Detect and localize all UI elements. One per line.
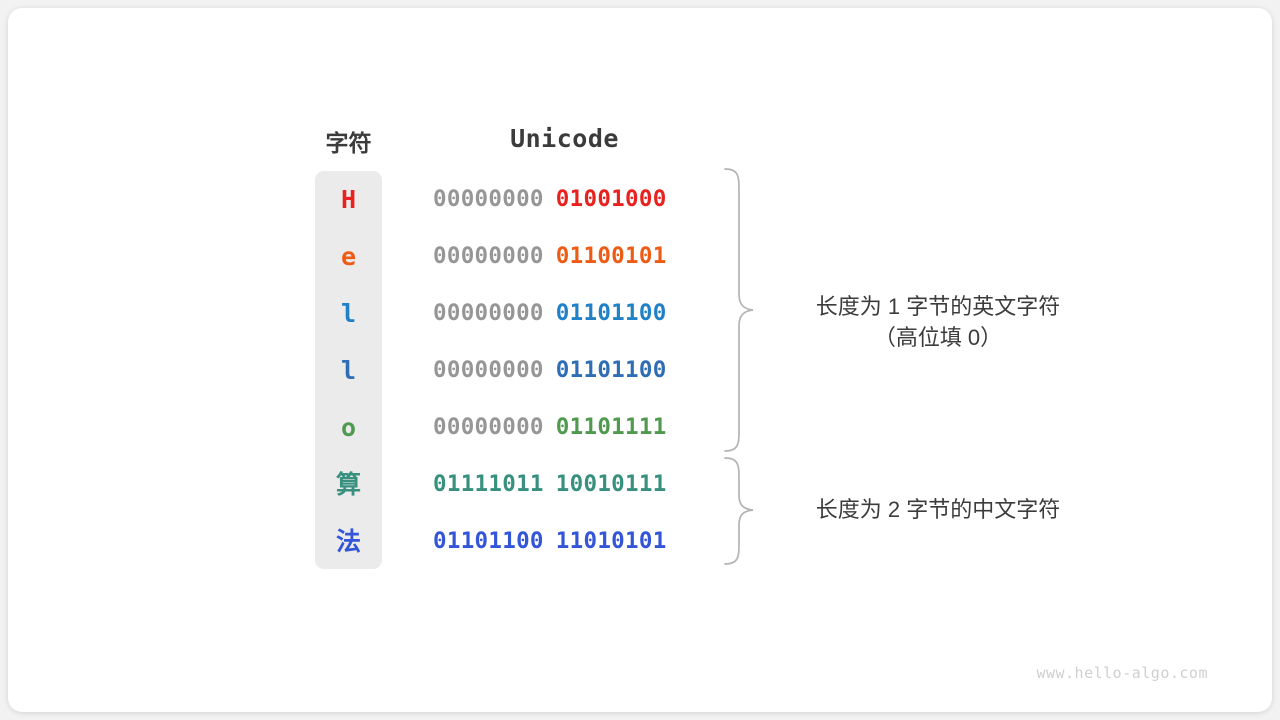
- character-cell: l: [340, 356, 357, 385]
- watermark: www.hello-algo.com: [1036, 664, 1208, 682]
- binary-high-byte: 00000000: [433, 300, 544, 326]
- character-cell: e: [340, 242, 357, 271]
- annotation-chinese-line1: 长度为 2 字节的中文字符: [815, 497, 1061, 522]
- binary-high-byte: 01101100: [433, 528, 544, 554]
- brace-english-chars: [724, 168, 754, 452]
- binary-row: 00000000 01101100: [433, 342, 698, 399]
- annotation-english-line2: （高位填 0）: [873, 325, 1003, 350]
- binary-row: 01111011 10010111: [433, 456, 698, 513]
- binary-low-byte: 11010101: [555, 528, 667, 554]
- binary-high-byte: 00000000: [433, 414, 544, 440]
- binary-row: 00000000 01100101: [433, 228, 698, 285]
- binary-low-byte: 01101100: [555, 300, 667, 326]
- annotation-english: 长度为 1 字节的英文字符 （高位填 0）: [768, 291, 1108, 353]
- binary-high-byte: 00000000: [433, 243, 544, 269]
- column-header-character: 字符: [325, 130, 372, 156]
- binary-low-byte: 01001000: [555, 186, 667, 212]
- binary-row: 00000000 01101100: [433, 285, 698, 342]
- character-cell: o: [340, 413, 357, 442]
- binary-row: 01101100 11010101: [433, 513, 698, 570]
- character-cell: 法: [335, 527, 361, 556]
- binary-row: 00000000 01001000: [433, 171, 698, 228]
- binary-low-byte: 01100101: [555, 243, 667, 269]
- character-cell: H: [340, 185, 357, 214]
- annotation-chinese: 长度为 2 字节的中文字符: [768, 494, 1108, 525]
- binary-low-byte: 10010111: [555, 471, 667, 497]
- binary-high-byte: 01111011: [433, 471, 544, 497]
- character-cell: 算: [335, 470, 361, 499]
- binary-row: 00000000 01101111: [433, 399, 698, 456]
- binary-high-byte: 00000000: [433, 186, 544, 212]
- brace-chinese-chars: [724, 457, 754, 565]
- column-header-unicode: Unicode: [510, 124, 619, 153]
- character-cell: l: [340, 299, 357, 328]
- binary-low-byte: 01101111: [555, 414, 667, 440]
- binary-high-byte: 00000000: [433, 357, 544, 383]
- binary-low-byte: 01101100: [555, 357, 667, 383]
- annotation-english-line1: 长度为 1 字节的英文字符: [815, 294, 1061, 319]
